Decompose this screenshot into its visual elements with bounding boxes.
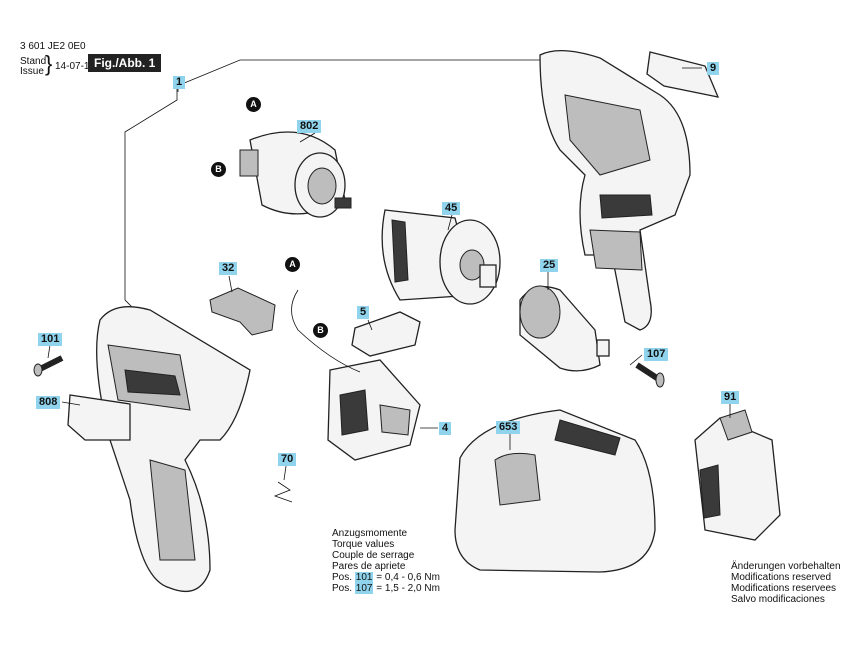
- callout-4: 4: [439, 422, 452, 435]
- wire-harness: [291, 289, 361, 373]
- callout-91: 91: [721, 391, 740, 404]
- figure-label: Fig./Abb. 1: [88, 54, 162, 72]
- callout-25: 25: [540, 259, 559, 272]
- callout-9: 9: [707, 62, 720, 75]
- torque-value: = 1,5 - 2,0 Nm: [376, 583, 440, 594]
- pos-number: 101: [354, 572, 374, 583]
- stand-label: Stand: [20, 56, 47, 67]
- housing-shell-left: [96, 306, 251, 593]
- housing-shell-right: [539, 50, 691, 331]
- battery-charger: [454, 409, 656, 573]
- connection-marker-b: B: [313, 323, 328, 338]
- issue-label: Issue: [20, 66, 44, 77]
- modification-line: Salvo modificaciones: [731, 594, 825, 605]
- screw-101: [33, 355, 64, 377]
- document-number: 3 601 JE2 0E0: [20, 41, 86, 52]
- callout-107: 107: [644, 348, 669, 361]
- modification-note: Änderungen vorbehalten Modifications res…: [731, 561, 841, 605]
- callout-802: 802: [297, 120, 322, 133]
- torque-note-line: Anzugsmomente: [332, 528, 408, 539]
- connection-marker-a: A: [246, 97, 261, 112]
- callout-5: 5: [357, 306, 370, 319]
- torque-note-line: Couple de serrage: [332, 550, 415, 561]
- assembly-bracket-top: [176, 59, 540, 87]
- motor: [239, 131, 352, 218]
- modification-line: Modifications reserved: [731, 572, 832, 583]
- gearbox: [381, 209, 501, 305]
- callout-808: 808: [36, 396, 61, 409]
- torque-row-107: Pos. 107 = 1,5 - 2,0 Nm: [332, 583, 440, 594]
- spring-clip: [273, 481, 293, 503]
- callout-45: 45: [442, 202, 461, 215]
- issue-date: 14-07-15: [55, 61, 96, 72]
- keyless-chuck: [519, 285, 610, 372]
- callout-70: 70: [278, 453, 297, 466]
- connection-marker-b: B: [211, 162, 226, 177]
- brace-icon: }: [45, 51, 53, 76]
- battery-pack: [694, 409, 781, 541]
- callout-1: 1: [173, 76, 186, 89]
- connection-marker-a: A: [285, 257, 300, 272]
- modification-line: Änderungen vorbehalten: [731, 561, 841, 572]
- torque-note: Anzugsmomente Torque values Couple de se…: [332, 528, 440, 594]
- callout-32: 32: [219, 262, 238, 275]
- screw-107: [635, 362, 665, 388]
- switch-cover: [351, 311, 421, 357]
- pos-number: 107: [354, 583, 374, 594]
- pos-label: Pos.: [332, 572, 353, 583]
- callout-101: 101: [38, 333, 63, 346]
- pos-label: Pos.: [332, 583, 353, 594]
- torque-value: = 0,4 - 0,6 Nm: [376, 572, 440, 583]
- modification-line: Modifications reservees: [731, 583, 837, 594]
- switch-assembly: [327, 359, 421, 461]
- label-plate-left: [67, 394, 131, 441]
- torque-row-101: Pos. 101 = 0,4 - 0,6 Nm: [332, 572, 440, 583]
- callout-653: 653: [496, 421, 521, 434]
- torque-note-line: Pares de apriete: [332, 561, 406, 572]
- assembly-bracket-line: [124, 86, 178, 308]
- slide-cover: [209, 287, 276, 336]
- torque-note-line: Torque values: [332, 539, 395, 550]
- label-plate: [646, 51, 720, 98]
